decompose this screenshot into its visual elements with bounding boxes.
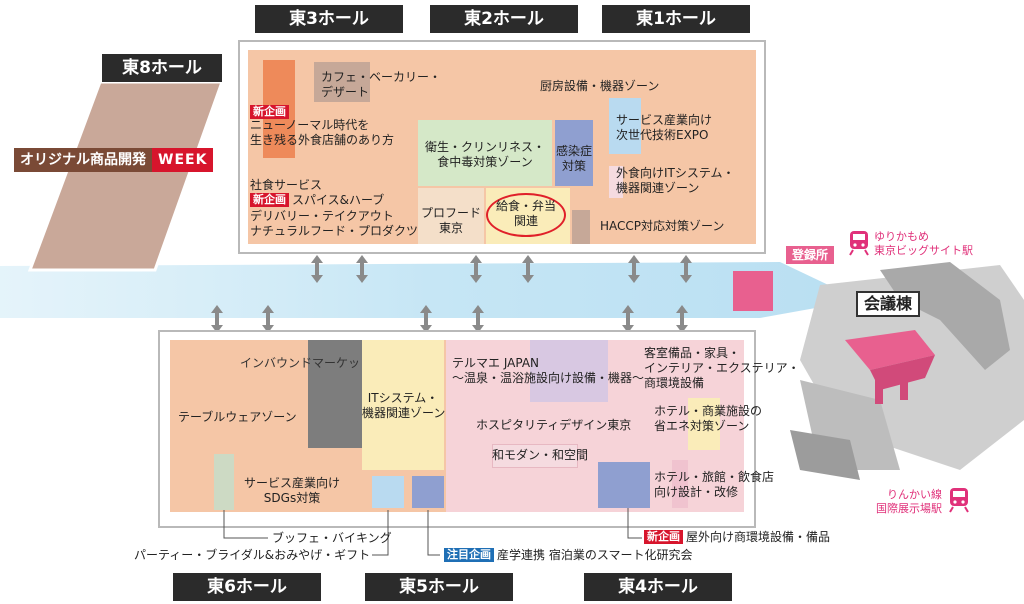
zone-eco xyxy=(688,398,720,450)
zone-purple-small xyxy=(412,476,444,508)
banner-original-text: オリジナル商品開発 xyxy=(14,148,152,172)
zone-outdoor xyxy=(598,462,650,508)
kyushoku-highlight-circle xyxy=(486,193,566,237)
wamodern-label: 和モダン・和空間 xyxy=(492,448,589,462)
haccp-label: HACCP対応対策ゾーン xyxy=(600,219,725,233)
zone-haccp-block xyxy=(572,210,590,244)
zone-it-lower xyxy=(362,340,444,470)
zone-infection xyxy=(555,120,593,186)
spice-badge: 新企画 xyxy=(250,193,289,207)
zone-hotel-design xyxy=(672,460,688,508)
spice-row: 新企画スパイス&ハーブ xyxy=(250,193,384,208)
hospitality-label: ホスピタリティデザイン東京 xyxy=(476,418,632,432)
zone-inbound-block xyxy=(308,340,362,448)
tableware-label: テーブルウェアゾーン xyxy=(178,410,297,424)
outdoor-row: 新企画屋外向け商環境設備・備品 xyxy=(644,530,830,545)
zone-it-food xyxy=(609,166,623,198)
registration-label: 登録所 xyxy=(786,246,835,264)
service-next-label: サービス産業向け 次世代技術EXPO xyxy=(616,113,713,142)
hall-label-east1: 東1ホール xyxy=(602,5,750,33)
collab-badge: 注目企画 xyxy=(444,548,494,562)
zone-cafe-block xyxy=(314,62,370,102)
yurikamome-label: ゆりかもめ 東京ビッグサイト駅 xyxy=(874,230,973,257)
conference-label: 会議棟 xyxy=(856,291,921,317)
outdoor-badge: 新企画 xyxy=(644,530,683,544)
newnormal-badge: 新企画 xyxy=(250,105,289,119)
eco-label: ホテル・商業施設の 省エネ対策ゾーン xyxy=(654,404,763,433)
social-label: 社食サービス xyxy=(250,178,323,192)
train-icon-yurikamome xyxy=(849,231,869,256)
party-label: パーティー・ブライダル&おみやげ・ギフト xyxy=(134,548,371,562)
kitchen-label: 厨房設備・機器ゾーン xyxy=(540,79,660,93)
zone-service-next xyxy=(609,98,641,154)
banner-week-text: WEEK xyxy=(152,148,214,172)
hygiene-label: 衛生・クリンリネス・ 食中毒対策ゾーン xyxy=(424,140,545,169)
train-icon-rinkai xyxy=(949,488,969,513)
zone-profood xyxy=(418,188,484,244)
east8-hall-shape xyxy=(27,80,225,272)
therma-label: テルマエ JAPAN ～温泉・温浴施設向け設備・機器～ xyxy=(452,356,645,385)
infection-label: 感染症 対策 xyxy=(555,144,592,173)
sdgs-label: サービス産業向け SDGs対策 xyxy=(243,476,340,505)
buffet-label: ブッフェ・バイキング xyxy=(272,531,392,545)
newnormal-label: ニューノーマル時代を 生き残る外食店舗のあり方 xyxy=(250,118,395,147)
natural-label: ナチュラルフード・プロダクツ xyxy=(250,224,419,238)
kyushoku-label: 給食・弁当 関連 xyxy=(495,199,556,228)
collab-row: 注目企画産学連携 宿泊業のスマート化研究会 xyxy=(444,548,692,563)
spice-label: スパイス&ハーブ xyxy=(292,193,385,207)
zone-hygiene xyxy=(418,120,552,186)
hall-label-east6: 東6ホール xyxy=(173,573,321,601)
it-lower-label: ITシステム・ 機器関連ゾーン xyxy=(362,391,446,420)
hall-label-east4: 東4ホール xyxy=(584,573,732,601)
it-food-label: 外食向けITシステム・ 機器関連ゾーン xyxy=(616,166,735,195)
outdoor-label: 屋外向け商環境設備・備品 xyxy=(686,530,831,544)
guestroom-label: 客室備品・家具・ インテリア・エクステリア・ 商環境設備 xyxy=(644,346,800,390)
cafe-label: カフェ・ベーカリー・ デザート xyxy=(321,70,442,99)
hall-label-east5: 東5ホール xyxy=(365,573,513,601)
hall-label-east3: 東3ホール xyxy=(255,5,403,33)
zone-wamodern xyxy=(492,444,578,468)
collab-label: 産学連携 宿泊業のスマート化研究会 xyxy=(497,548,693,562)
newnormal-area: 新企画 xyxy=(250,101,292,120)
hall-label-east8: 東8ホール xyxy=(102,54,222,82)
zone-sdgs-block xyxy=(214,454,234,510)
zone-therma xyxy=(530,340,608,402)
original-week-banner: オリジナル商品開発 WEEK xyxy=(14,148,214,172)
conference-building-shape xyxy=(845,330,935,370)
registration-box xyxy=(733,271,773,311)
hall-label-east2: 東2ホール xyxy=(430,5,578,33)
hotel-design-label: ホテル・旅館・飲食店 向け設計・改修 xyxy=(654,470,775,499)
rinkai-label: りんかい線 国際展示場駅 xyxy=(876,488,942,515)
zone-lightblue-small xyxy=(372,476,404,508)
delivery-label: デリバリー・テイクアウト xyxy=(250,209,394,223)
profood-label: プロフード 東京 xyxy=(420,206,481,235)
